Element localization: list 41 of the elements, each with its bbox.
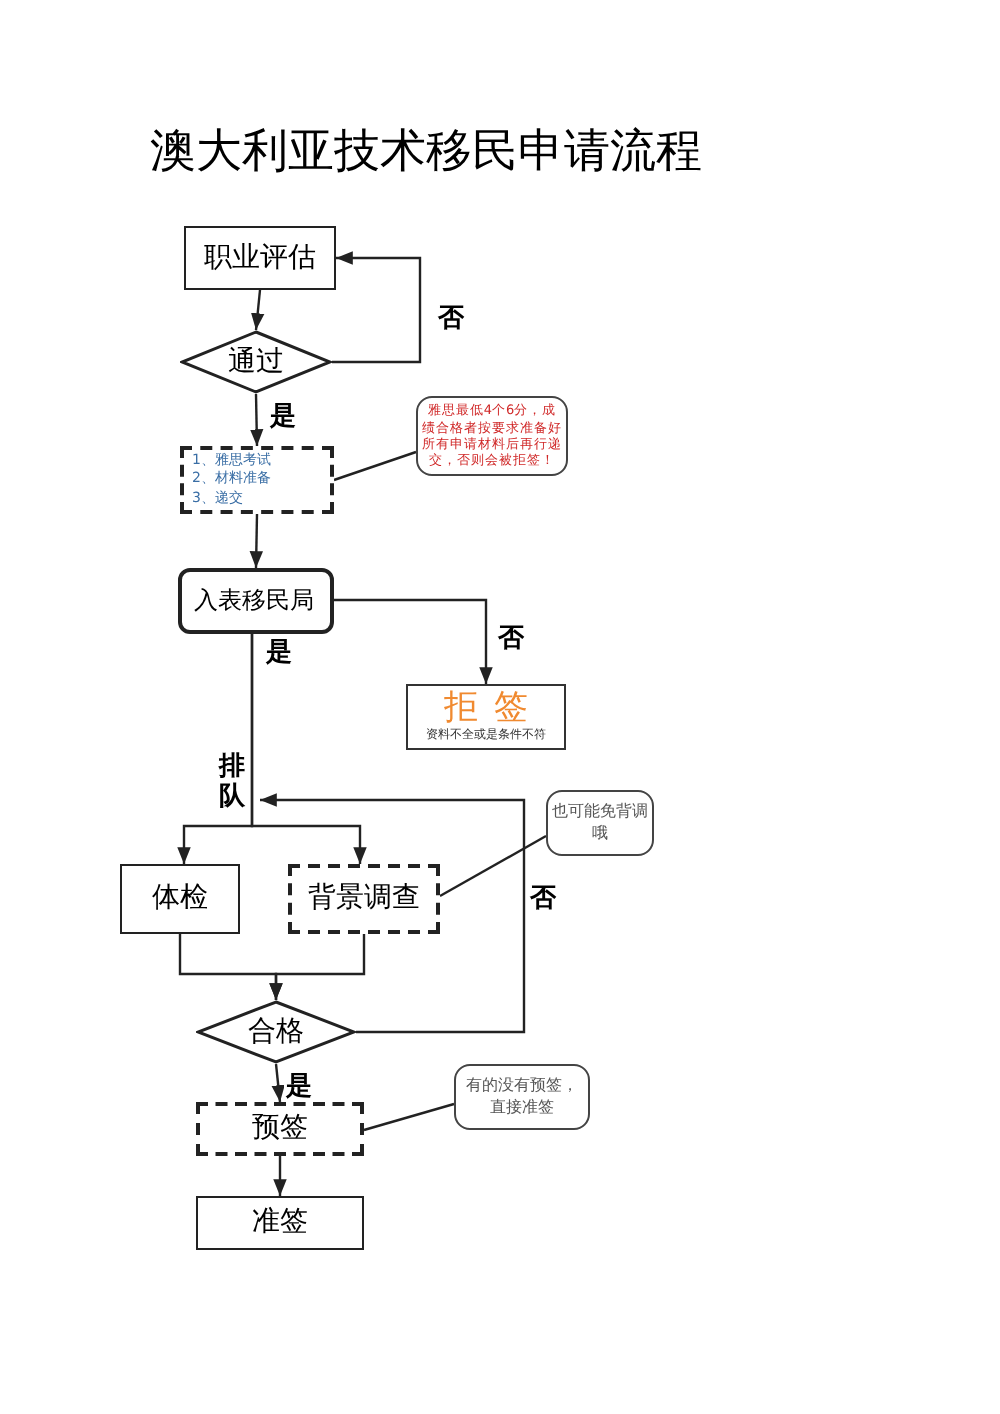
callout-text: 也可能免背调哦	[552, 802, 648, 844]
process-box	[184, 226, 336, 290]
box-label: 职业评估	[204, 239, 316, 277]
arrow	[250, 634, 367, 864]
arrow	[269, 934, 366, 1000]
box-label: 入表移民局	[194, 585, 314, 617]
arrow	[249, 513, 264, 569]
arrow	[273, 1156, 287, 1196]
box-label: 体检	[152, 880, 208, 918]
arrow	[260, 793, 526, 1034]
decision-diamond	[196, 1000, 356, 1064]
edge-label: 否	[528, 884, 558, 914]
result-box	[406, 684, 566, 750]
box-label: 通过	[228, 343, 284, 381]
box-label: 拒签	[444, 690, 544, 728]
arrow	[334, 598, 493, 684]
edge-label: 是	[268, 402, 298, 432]
checklist-box	[180, 446, 334, 514]
arrow	[251, 289, 265, 331]
decision-diamond	[180, 330, 332, 394]
edge-label: 否	[436, 304, 466, 334]
box-label: 预签	[252, 1110, 308, 1148]
callout-text: 有的没有预签，直接准签	[464, 1076, 580, 1118]
arrow	[249, 393, 264, 447]
process-box	[178, 568, 334, 634]
edge-label: 排队	[216, 752, 248, 812]
process-box	[288, 864, 440, 934]
title: 澳大利亚技术移民申请流程	[150, 124, 702, 182]
box-label: 背景调查	[308, 880, 420, 918]
process-box	[196, 1196, 364, 1250]
callout-bubble	[546, 790, 654, 856]
box-label: 准签	[252, 1204, 308, 1242]
edge-label: 否	[496, 624, 526, 654]
process-box	[120, 864, 240, 934]
edge-label: 是	[264, 638, 294, 668]
arrow	[332, 251, 422, 364]
box-label: 合格	[248, 1013, 304, 1051]
edge-label: 是	[284, 1072, 314, 1102]
callout-bubble	[454, 1064, 590, 1130]
process-box	[196, 1102, 364, 1156]
arrow	[271, 1063, 285, 1103]
